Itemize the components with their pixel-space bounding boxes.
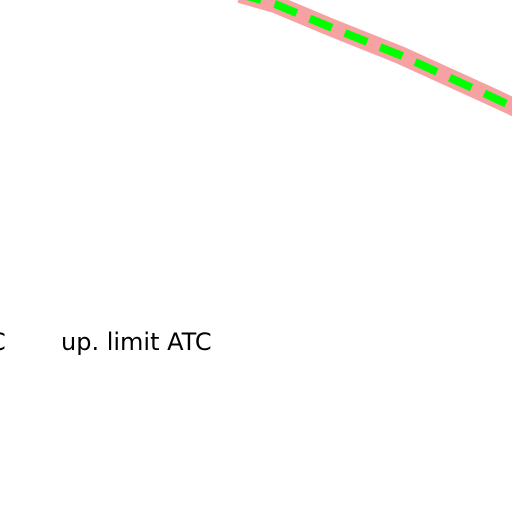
airspace-label-fragment: C <box>0 328 6 356</box>
airway-route-centerline <box>246 0 512 111</box>
airway-route-casing <box>237 0 512 117</box>
airway-route[interactable] <box>237 0 512 117</box>
airspace-upper-limit-label: up. limit ATC <box>61 328 212 356</box>
